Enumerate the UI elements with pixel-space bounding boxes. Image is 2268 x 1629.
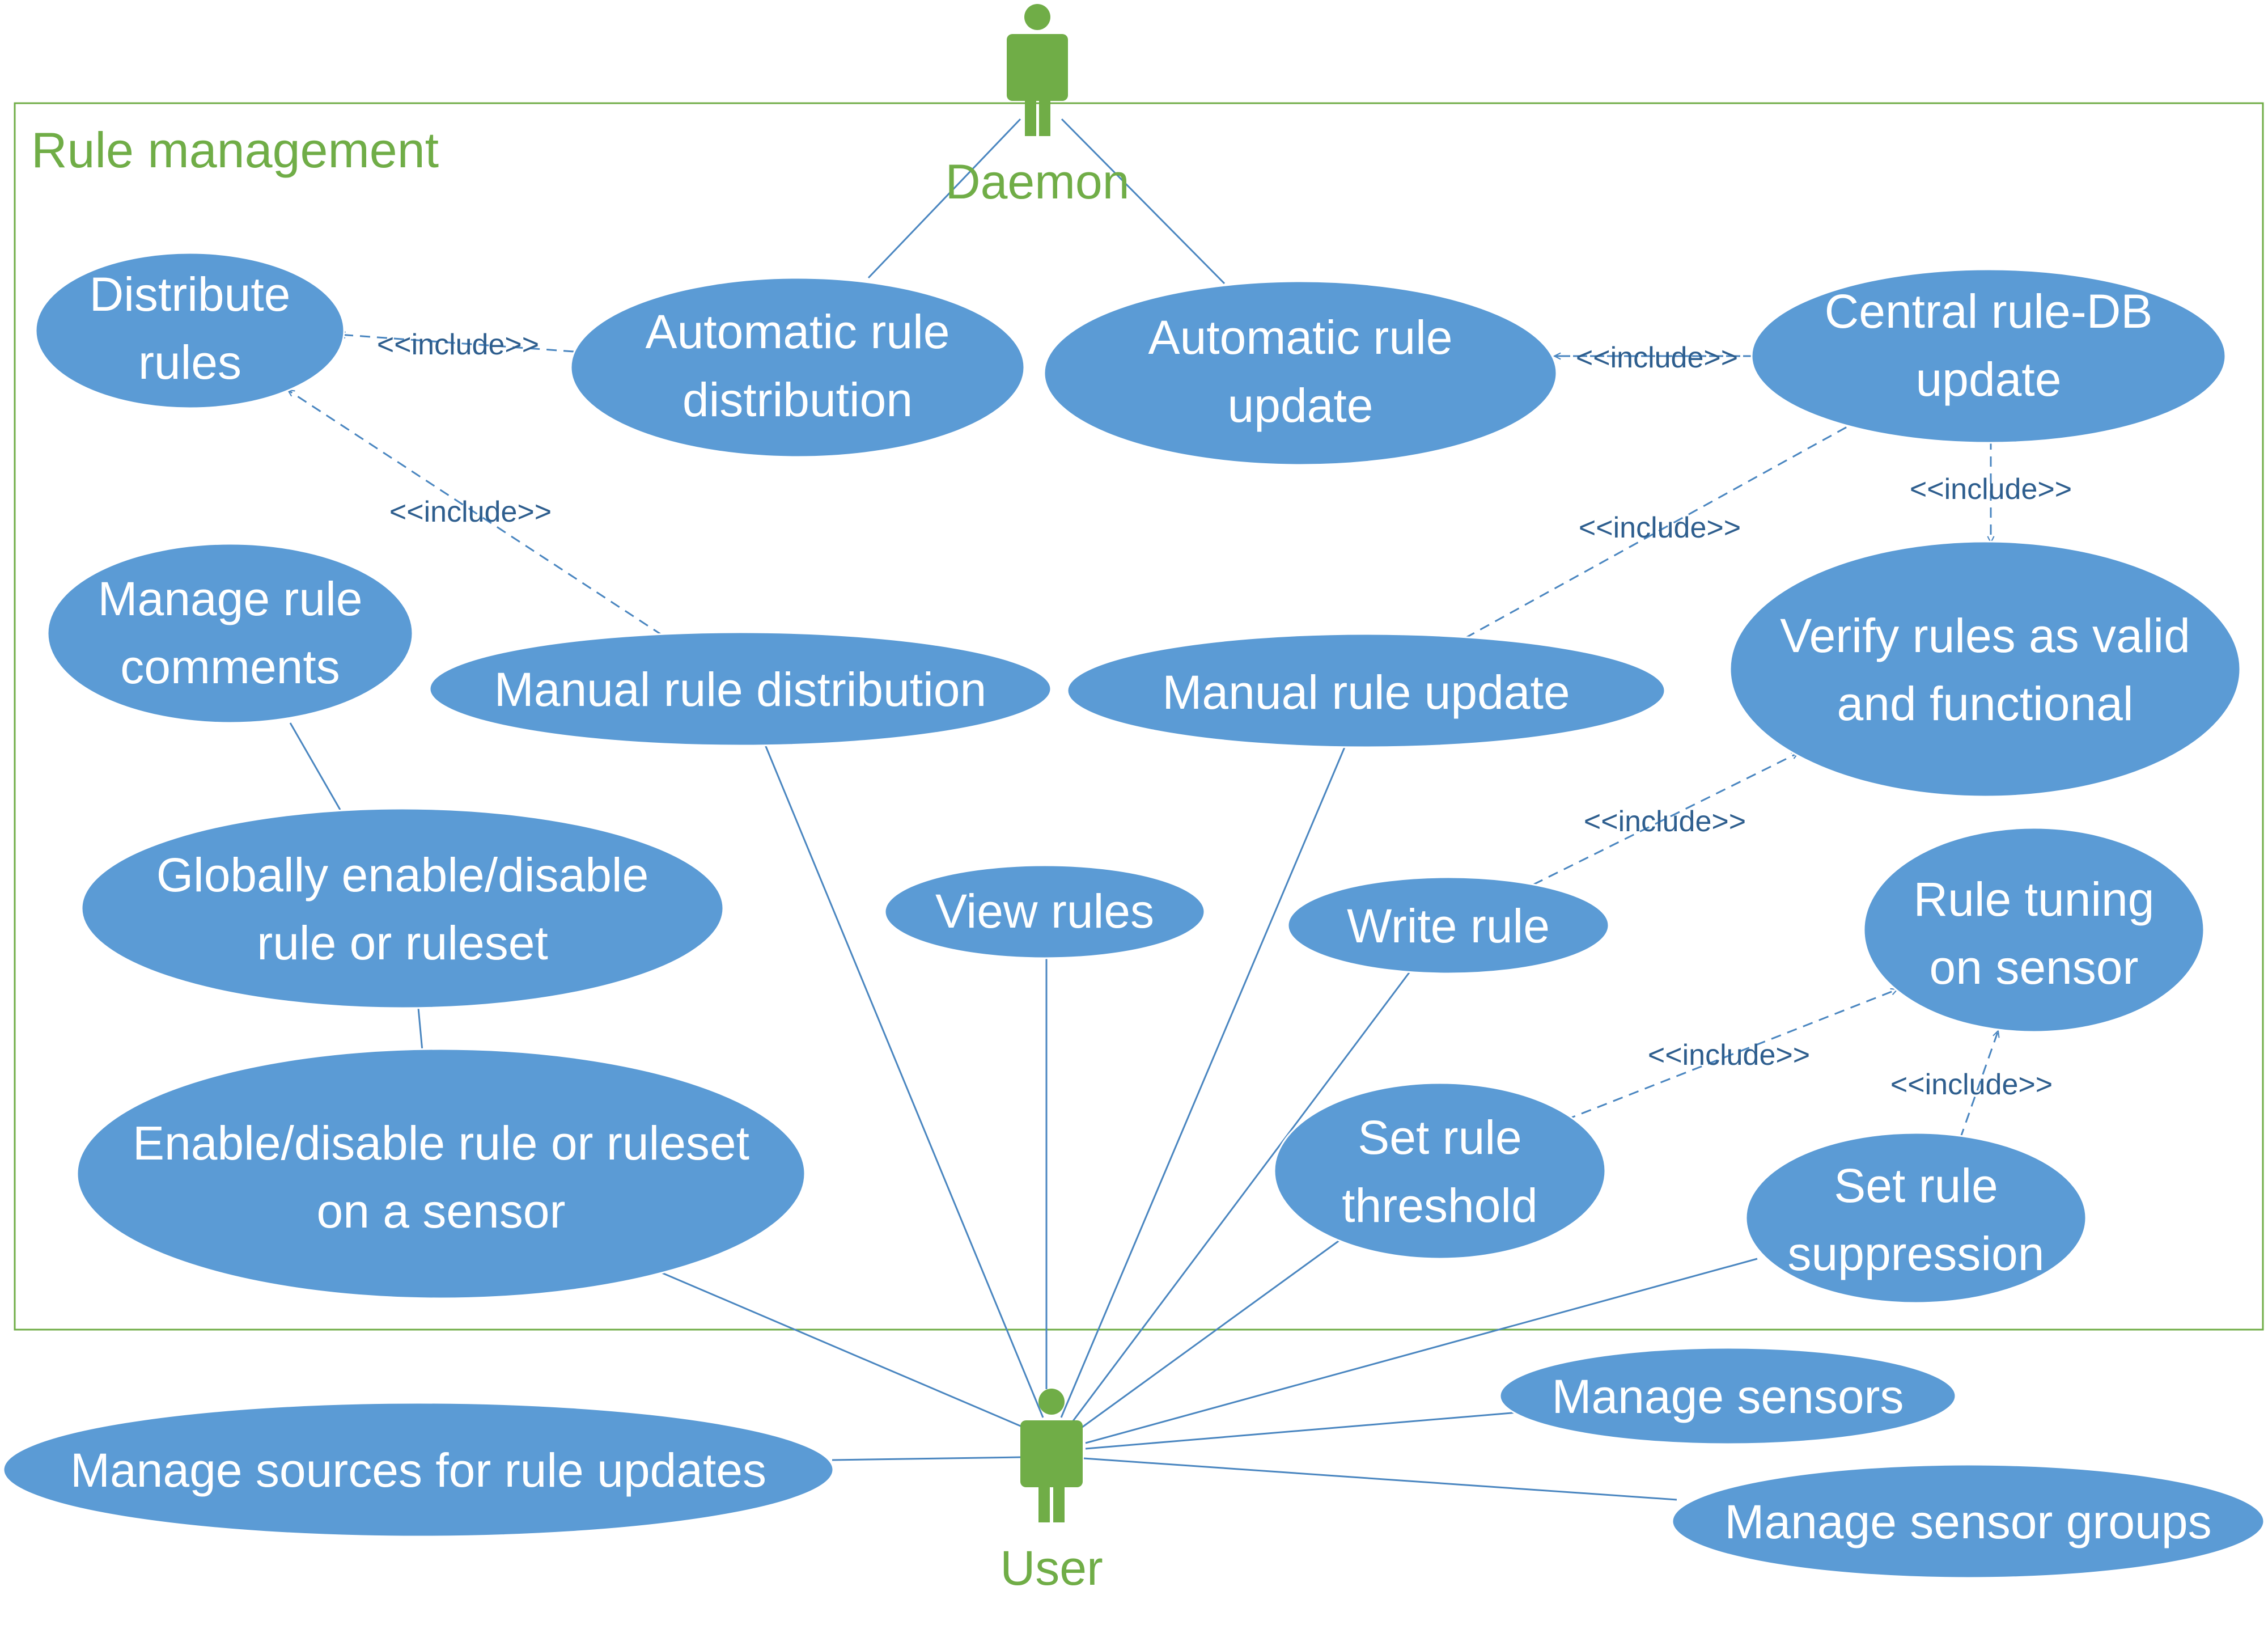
use-case-label: update <box>1228 379 1373 432</box>
use-case-label: Write rule <box>1347 899 1550 953</box>
assoc-user-manage-sources <box>832 1456 1021 1461</box>
include-arrow-suppression-to-tuning <box>1959 1031 1998 1139</box>
include-labels: <<include>> <<include>> <<include>> <<in… <box>377 328 2072 1101</box>
use-case-write-rule[interactable]: Write rule <box>1287 876 1610 975</box>
assoc-user-manual-update <box>1060 747 1346 1418</box>
include-label: <<include>> <box>1910 473 2072 506</box>
use-case-manual-rule-distribution[interactable]: Manual rule distribution <box>429 631 1052 747</box>
user-figure-icon <box>1020 1389 1083 1522</box>
assoc-daemon-auto-update <box>1061 118 1226 285</box>
assoc-user-set-threshold <box>1079 1228 1355 1430</box>
use-case-label: Rule tuning <box>1914 873 2155 926</box>
include-label: <<include>> <box>389 496 552 528</box>
use-case-label: Manual rule distribution <box>494 663 986 716</box>
system-boundary <box>14 102 2264 1331</box>
use-case-manage-sensors[interactable]: Manage sensors <box>1499 1347 1957 1445</box>
include-arrow-auto-distribution-to-distribute <box>339 335 574 353</box>
use-case-set-rule-suppression[interactable]: Set rule suppression <box>1745 1132 2087 1304</box>
use-case-label: and functional <box>1837 677 2133 730</box>
use-case-automatic-rule-update[interactable]: Automatic rule update <box>1043 280 1558 466</box>
assoc-user-manual-distribution <box>764 744 1044 1418</box>
include-label: <<include>> <box>1576 341 1738 374</box>
include-label: <<include>> <box>377 328 539 361</box>
assoc-user-manage-sensor-groups <box>1083 1457 1677 1501</box>
use-case-verify-rules[interactable]: Verify rules as valid and functional <box>1729 540 2241 798</box>
assoc-globally-enable-sensor <box>417 1008 423 1051</box>
assoc-user-set-suppression <box>1085 1258 1758 1444</box>
include-arrow-threshold-to-tuning <box>1565 989 1897 1121</box>
use-case-label: Distribute <box>90 268 291 321</box>
assoc-user-enable-sensor <box>662 1272 1028 1430</box>
use-case-label: suppression <box>1788 1227 2045 1280</box>
use-case-label: threshold <box>1342 1179 1538 1232</box>
use-case-label: Automatic rule <box>1148 311 1453 364</box>
use-case-label: rules <box>138 336 241 389</box>
actor-daemon[interactable]: Daemon <box>945 4 1130 209</box>
use-case-label: Manage sensors <box>1551 1370 1904 1423</box>
include-arrow-manual-distribution-to-distribute <box>288 390 663 636</box>
use-case-label: Manage rule <box>98 572 363 625</box>
use-case-label: Central rule-DB <box>1825 285 2153 338</box>
actor-name: User <box>1000 1541 1103 1596</box>
use-case-automatic-rule-distribution[interactable]: Automatic rule distribution <box>570 277 1025 458</box>
include-arrow-write-rule-to-verify <box>1533 752 1798 886</box>
use-case-label: on a sensor <box>317 1184 566 1238</box>
use-case-manage-sensor-groups[interactable]: Manage sensor groups <box>1671 1463 2265 1579</box>
use-case-label: on sensor <box>1930 941 2139 994</box>
use-case-label: View rules <box>935 885 1154 938</box>
use-case-label: Manage sensor groups <box>1724 1495 2211 1548</box>
assoc-comments-globally <box>289 722 341 810</box>
use-case-label: Manual rule update <box>1162 666 1570 719</box>
use-case-label: Set rule <box>1834 1159 1998 1212</box>
assoc-user-manage-sensors <box>1085 1411 1525 1450</box>
include-relationships <box>288 335 1998 1139</box>
use-case-distribute-rules[interactable]: Distribute rules <box>35 252 345 409</box>
use-case-set-rule-threshold[interactable]: Set rule threshold <box>1273 1082 1606 1260</box>
assoc-user-write-rule <box>1070 969 1413 1424</box>
use-case-enable-disable-on-sensor[interactable]: Enable/disable rule or ruleset on a sens… <box>76 1048 806 1300</box>
use-case-globally-enable-disable[interactable]: Globally enable/disable rule or ruleset <box>80 807 724 1009</box>
use-case-label: rule or ruleset <box>257 916 548 970</box>
use-case-label: update <box>1916 353 2062 406</box>
include-label: <<include>> <box>1648 1039 1810 1072</box>
use-case-manual-rule-update[interactable]: Manual rule update <box>1066 633 1666 748</box>
use-case-label: Manage sources for rule updates <box>70 1444 766 1497</box>
use-case-label: Set rule <box>1358 1111 1522 1164</box>
system-title: Rule management <box>31 122 439 178</box>
use-case-manage-rule-comments[interactable]: Manage rule comments <box>46 543 414 724</box>
association-lines <box>289 118 1758 1501</box>
use-case-central-rule-db-update[interactable]: Central rule-DB update <box>1750 268 2227 444</box>
actor-user[interactable]: User <box>1000 1389 1103 1596</box>
use-case-label: distribution <box>682 373 913 426</box>
use-case-label: Verify rules as valid <box>1780 609 2190 662</box>
daemon-figure-icon <box>1007 4 1068 136</box>
use-case-rule-tuning-on-sensor[interactable]: Rule tuning on sensor <box>1863 827 2205 1033</box>
use-case-manage-sources[interactable]: Manage sources for rule updates <box>2 1402 834 1538</box>
include-label: <<include>> <box>1584 805 1746 838</box>
use-case-label: comments <box>120 640 340 693</box>
actor-name: Daemon <box>945 155 1129 209</box>
use-case-label: Automatic rule <box>646 305 950 358</box>
include-arrow-manual-update-to-central-db <box>1465 420 1858 639</box>
include-label: <<include>> <box>1579 511 1741 544</box>
include-label: <<include>> <box>1890 1068 2053 1101</box>
use-case-label: Enable/disable rule or ruleset <box>133 1116 749 1170</box>
use-case-view-rules[interactable]: View rules <box>884 864 1206 959</box>
assoc-daemon-auto-distribution <box>867 118 1021 279</box>
use-case-label: Globally enable/disable <box>156 848 649 902</box>
